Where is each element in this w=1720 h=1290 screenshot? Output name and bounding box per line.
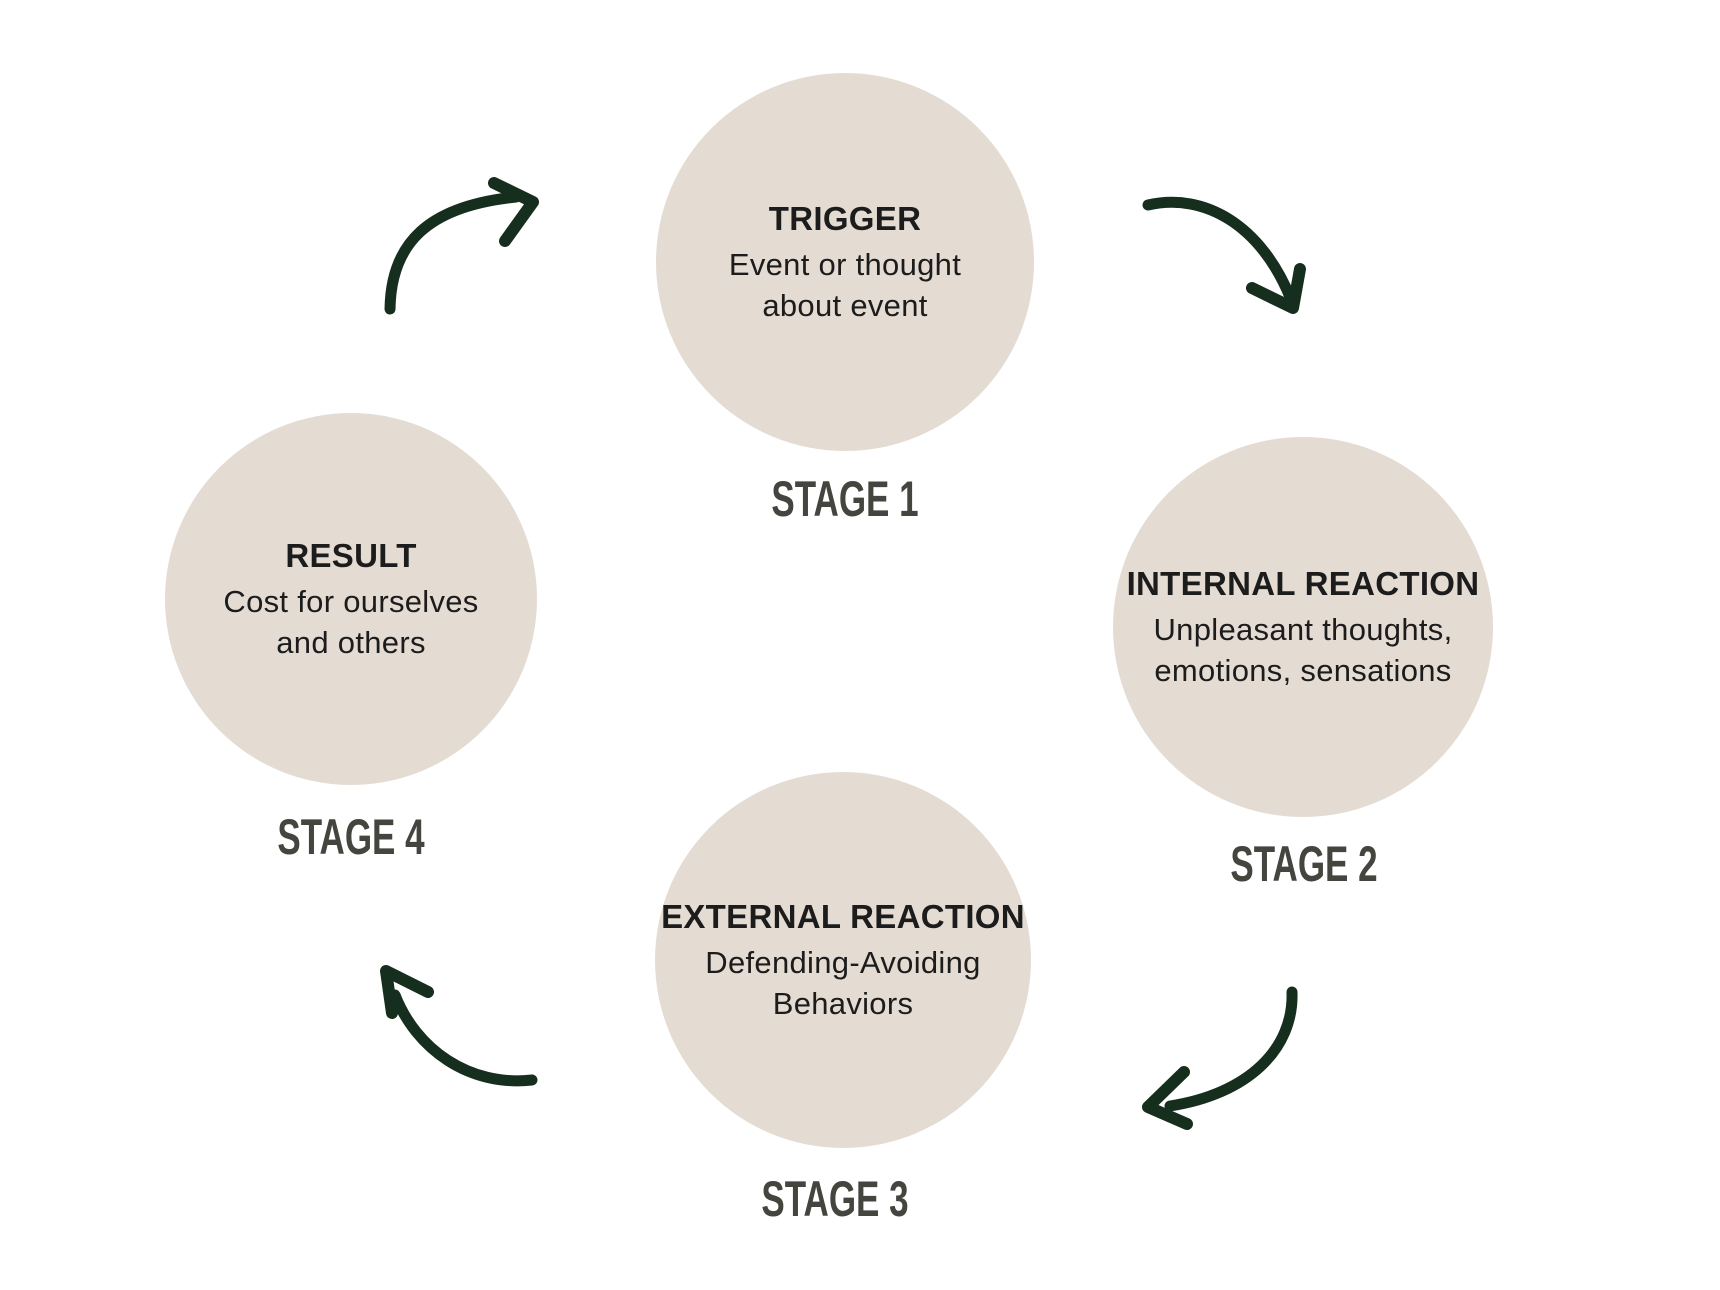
stage-2-text-line-2: emotions, sensations — [1154, 653, 1452, 688]
stage-1-circle: TRIGGER Event or thought about event — [656, 73, 1034, 451]
stage-4-text-line-1: Cost for ourselves — [223, 584, 479, 619]
stage-2-circle: INTERNAL REACTION Unpleasant thoughts, e… — [1113, 437, 1493, 817]
stage-4-text-line-2: and others — [276, 625, 426, 660]
stage-3-text-line-1: Defending-Avoiding — [705, 945, 981, 980]
arrow-curve — [389, 989, 538, 1087]
stage-1-text-line-1: Event or thought — [728, 247, 962, 282]
curved-arrow-stage4-to-stage1 — [384, 177, 539, 315]
curved-arrow-stage2-to-stage3 — [1142, 986, 1298, 1130]
stage-3-label: STAGE 3 — [761, 1171, 909, 1227]
stage-2-label: STAGE 2 — [1230, 836, 1378, 892]
stage-4-circle: RESULT Cost for ourselves and others — [165, 413, 537, 785]
arrow-head-icon — [488, 177, 539, 247]
stage-4-heading: RESULT — [285, 537, 417, 574]
arrow-curve — [384, 191, 522, 315]
stage-4-label: STAGE 4 — [277, 809, 425, 865]
curved-arrow-stage1-to-stage2 — [1142, 196, 1306, 314]
stage-1-label: STAGE 1 — [771, 471, 919, 527]
stage-1-heading: TRIGGER — [768, 200, 922, 237]
arrow-head-icon — [380, 965, 434, 1019]
stage-2-heading: INTERNAL REACTION — [1126, 565, 1480, 602]
stage-3-heading: EXTERNAL REACTION — [661, 898, 1025, 935]
stage-2-text-line-1: Unpleasant thoughts, — [1153, 612, 1453, 647]
stage-3-circle: EXTERNAL REACTION Defending-Avoiding Beh… — [655, 772, 1031, 1148]
arrow-curve — [1164, 986, 1298, 1112]
arrow-curve — [1142, 196, 1296, 303]
curved-arrow-stage3-to-stage4 — [380, 965, 538, 1087]
stage-1-text-line-2: about event — [762, 288, 928, 323]
arrow-head-icon — [1246, 263, 1306, 314]
stage-3-text-line-2: Behaviors — [772, 986, 914, 1021]
arrow-head-icon — [1142, 1066, 1193, 1130]
